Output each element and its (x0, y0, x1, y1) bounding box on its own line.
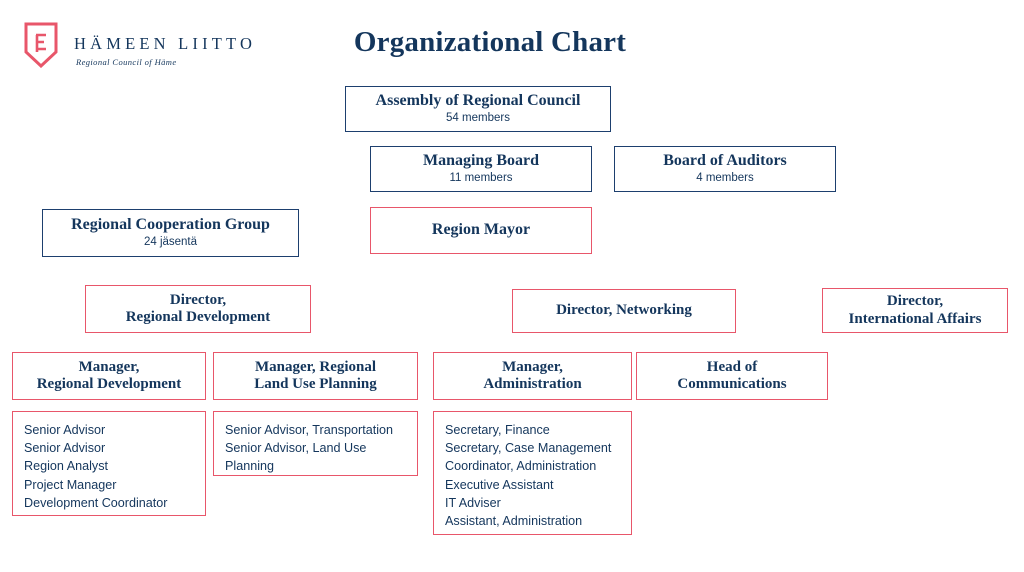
node-managing-board: Managing Board 11 members (370, 146, 592, 192)
node-title: Director, Networking (556, 302, 692, 319)
list-item: Executive Assistant (445, 477, 554, 492)
node-title-line2: Administration (483, 376, 582, 392)
list-item: Senior Advisor, Transportation (225, 423, 394, 437)
list-item: Assistant, Administration (445, 514, 583, 529)
node-title: Board of Auditors (663, 151, 787, 169)
node-head-of-communications: Head of Communications (636, 352, 828, 400)
list-item: Region Analyst (24, 459, 109, 474)
node-title-line1: Manager, Regional (254, 358, 377, 375)
node-title-line2: Regional Development (36, 376, 182, 392)
node-regional-cooperation-group: Regional Cooperation Group 24 jäsentä (42, 209, 299, 257)
node-title-line1: Director, (886, 293, 944, 310)
node-title-line1: Manager, (502, 358, 563, 375)
node-subtitle: 24 jäsentä (143, 236, 198, 249)
list-item: IT Adviser (445, 495, 501, 510)
node-board-of-auditors: Board of Auditors 4 members (614, 146, 836, 192)
node-title: Assembly of Regional Council (375, 91, 581, 109)
list-item: Senior Advisor (24, 441, 106, 456)
list-land-use-planning-staff: Senior Advisor, Transportation Senior Ad… (213, 411, 418, 476)
node-region-mayor: Region Mayor (370, 207, 592, 254)
node-title-line2: International Affairs (848, 310, 982, 327)
node-subtitle: 11 members (449, 172, 513, 185)
node-title-line2: Land Use Planning (254, 376, 377, 392)
list-item: Development Coordinator (24, 495, 168, 510)
node-director-international-affairs: Director, International Affairs (822, 288, 1008, 333)
node-title-line1: Manager, (78, 358, 140, 375)
node-title-line1: Head of (706, 358, 758, 375)
list-item: Secretary, Case Management (445, 441, 612, 456)
logo-wordmark: HÄMEEN LIITTO (74, 34, 257, 53)
shield-logo-icon (24, 22, 58, 69)
list-item: Coordinator, Administration (445, 459, 597, 474)
node-manager-regional-development: Manager, Regional Development (12, 352, 206, 400)
list-regional-development-staff: Senior Advisor Senior Advisor Region Ana… (12, 411, 206, 516)
page-title: Organizational Chart (353, 26, 627, 58)
node-title-line2: Regional Development (125, 309, 271, 325)
node-director-regional-development: Director, Regional Development (85, 285, 311, 333)
node-title-line2: Communications (677, 376, 787, 392)
node-title: Managing Board (422, 151, 539, 169)
list-item: Secretary, Finance (445, 423, 550, 437)
node-subtitle: 54 members (446, 112, 510, 125)
node-director-networking: Director, Networking (512, 289, 736, 333)
list-item: Senior Advisor, Land Use Planning (225, 441, 367, 474)
node-title: Region Mayor (431, 221, 531, 239)
list-item: Project Manager (24, 477, 117, 492)
logo-tagline: Regional Council of Häme (76, 57, 177, 67)
node-title-line1: Director, (169, 291, 227, 308)
list-administration-staff: Secretary, Finance Secretary, Case Manag… (433, 411, 632, 535)
list-item: Senior Advisor (24, 423, 106, 437)
brand-logo: HÄMEEN LIITTO Regional Council of Häme (24, 22, 284, 78)
node-manager-regional-land-use-planning: Manager, Regional Land Use Planning (213, 352, 418, 400)
node-assembly-of-regional-council: Assembly of Regional Council 54 members (345, 86, 611, 132)
node-subtitle: 4 members (696, 172, 754, 185)
node-manager-administration: Manager, Administration (433, 352, 632, 400)
node-title: Regional Cooperation Group (71, 215, 270, 233)
